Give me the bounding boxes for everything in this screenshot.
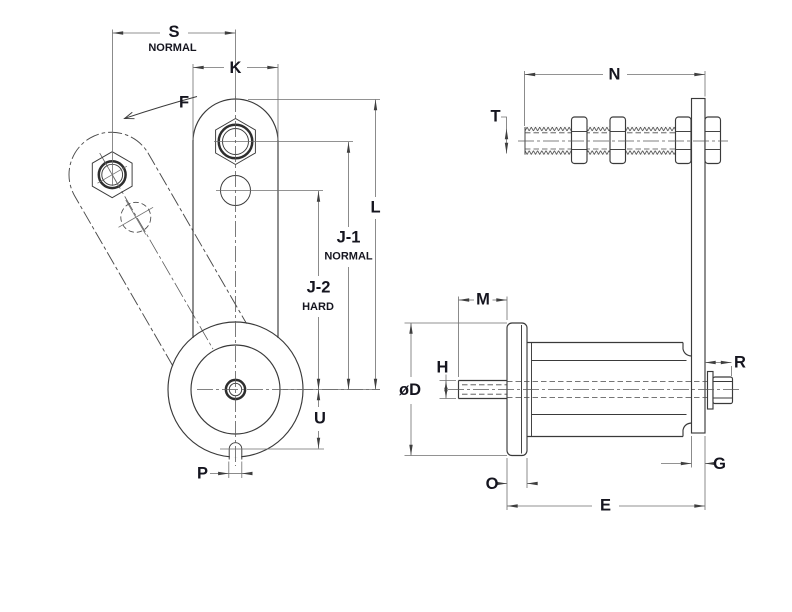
dim-label-p: P <box>197 465 208 483</box>
dim-label-r: R <box>734 354 746 372</box>
arm-hex-nut <box>215 117 256 166</box>
dimension-h: H <box>437 359 456 399</box>
dim-label-j1: J-1 <box>337 229 361 247</box>
dim-label-e: E <box>600 497 611 515</box>
dimension-o: O <box>486 458 538 510</box>
dimension-dia: øD <box>399 322 507 456</box>
dim-sublabel-j2: HARD <box>302 301 334 313</box>
barrel-right-fillet-top <box>682 342 692 357</box>
rod-thread-bottom <box>525 150 692 155</box>
dim-label-l: L <box>370 199 380 217</box>
dim-label-h: H <box>437 359 449 377</box>
dim-label-f: F <box>179 94 189 112</box>
rotation-arrowhead <box>123 111 135 120</box>
dimension-j2: J-2 HARD <box>302 191 334 390</box>
phantom-hole-cross-2 <box>125 199 147 235</box>
rod-thread-top <box>525 126 692 132</box>
dim-label-k: K <box>230 59 242 77</box>
dimension-f: F <box>123 94 198 120</box>
dimension-j1: J-1 NORMAL <box>324 142 373 390</box>
dim-label-dia: øD <box>399 381 421 399</box>
bolt-washer <box>706 370 714 410</box>
dim-label-m: M <box>476 291 490 309</box>
dimension-n: N <box>524 66 706 126</box>
jam-nut-2 <box>609 116 627 165</box>
jam-nut-1 <box>570 116 588 165</box>
rotation-arrow-curve <box>124 96 198 119</box>
phantom-arm-outline <box>68 131 247 367</box>
dimension-t: T <box>490 108 509 154</box>
dim-label-j2: J-2 <box>307 279 331 297</box>
dim-label-o: O <box>486 475 499 493</box>
mounting-plate <box>690 97 706 434</box>
jam-nut-3 <box>674 116 692 165</box>
dim-label-n: N <box>609 66 621 84</box>
dimension-m: M <box>458 291 508 377</box>
dim-sublabel-s: NORMAL <box>148 42 197 54</box>
dimension-p: P <box>197 461 253 483</box>
side-view: N T M H øD <box>399 66 746 515</box>
rod-hex-head <box>704 116 722 165</box>
dimension-k: K <box>192 59 279 140</box>
dimension-s: S NORMAL <box>112 23 236 186</box>
dim-label-g: G <box>713 455 726 473</box>
dimension-e: E <box>507 497 705 515</box>
dim-label-u: U <box>314 410 326 428</box>
adjuster-rod <box>518 97 728 434</box>
bolt-head <box>712 376 734 405</box>
barrel-right-fillet-bottom <box>682 422 692 437</box>
dimension-u: U <box>220 389 326 450</box>
dimension-g: G <box>661 436 726 510</box>
pulley-side <box>448 322 740 457</box>
front-view: S NORMAL K F L J-1 NORM <box>68 23 381 483</box>
dimension-r: R <box>705 354 746 376</box>
dimension-l: L <box>248 99 381 390</box>
dim-label-t: T <box>490 108 500 126</box>
phantom-hole-hidden <box>120 201 152 233</box>
dim-label-s: S <box>168 23 179 41</box>
phantom-hex-nut <box>91 151 133 199</box>
dim-sublabel-j1: NORMAL <box>324 251 373 263</box>
